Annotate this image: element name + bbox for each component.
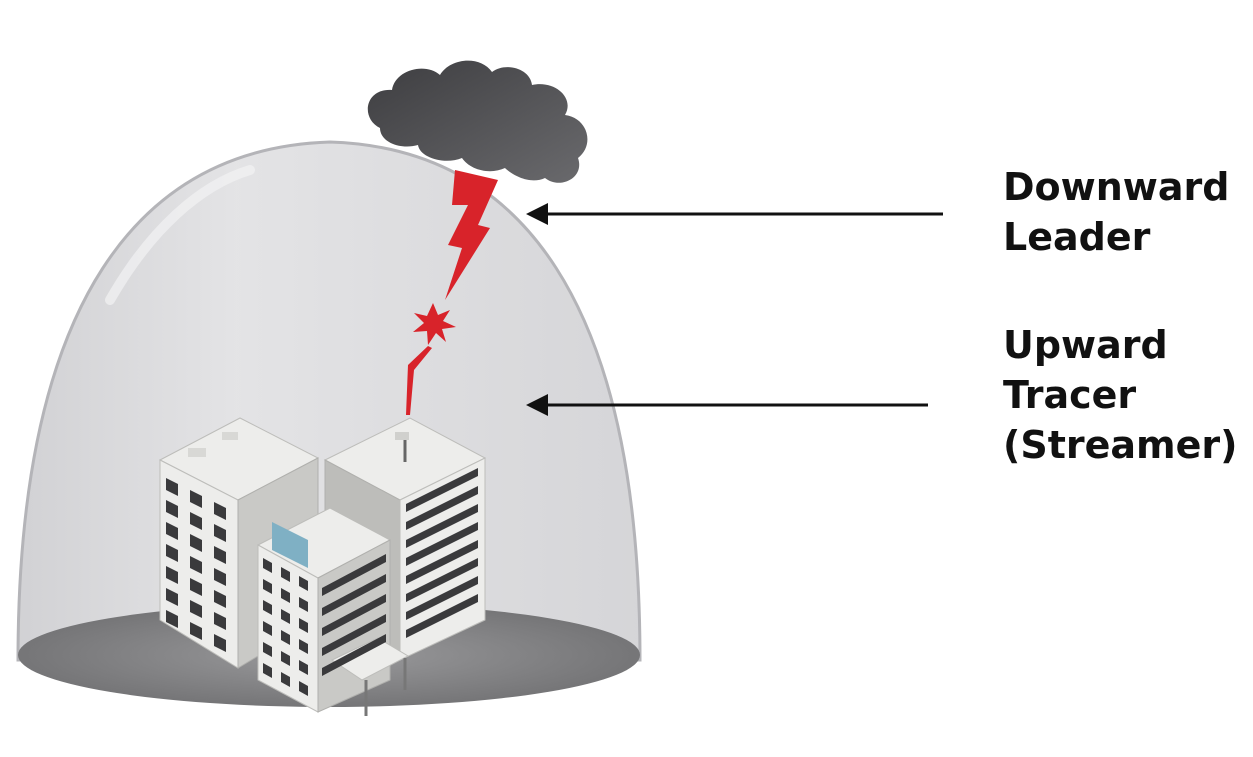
building-window [322,594,386,636]
building-window [190,578,202,596]
lightning-bolt-icon [445,170,498,300]
downward-leader-arrow [526,203,943,225]
downward-leader-line-2: Leader [1003,215,1151,259]
upward-streamer-icon [406,346,432,415]
building-window [406,504,478,548]
office-buildings-icon [158,417,487,716]
building-window [190,512,202,530]
building-window [281,630,290,645]
downward-leader-label: Downward Leader [1003,162,1230,262]
building-window [322,554,386,596]
spark-starburst-icon [413,303,456,345]
building-window [406,594,478,638]
upward-tracer-label: Upward Tracer (Streamer) [1003,320,1238,470]
building-window [214,502,226,520]
downward-leader-line-1: Downward [1003,165,1230,209]
upward-tracer-line-3: (Streamer) [1003,423,1238,467]
building-window [406,576,478,620]
building-window [406,486,478,530]
building-window [166,566,178,584]
building-window [263,621,272,636]
building-window [214,568,226,586]
upward-tracer-arrow [526,394,928,416]
upward-tracer-line-2: Tracer [1003,373,1137,417]
upward-tracer-line-1: Upward [1003,323,1168,367]
building-window [299,597,308,612]
building-window [166,500,178,518]
building-window [214,612,226,630]
building-window [281,672,290,687]
building-window [263,558,272,573]
building-window [263,579,272,594]
building-window [322,634,386,676]
building-window [190,600,202,618]
building-window [166,478,178,496]
building-window [299,639,308,654]
building-window [166,544,178,562]
building-window [190,490,202,508]
building-window [190,622,202,640]
building-window [406,468,478,512]
building-window [214,524,226,542]
building-window [214,634,226,652]
storm-cloud-icon [367,60,588,183]
building-window [299,576,308,591]
building-window [406,522,478,566]
building-window [214,590,226,608]
building-window [263,642,272,657]
building-window [281,609,290,624]
building-window [322,614,386,656]
building-window [166,610,178,628]
building-window [322,574,386,616]
building-window [166,522,178,540]
building-window [406,558,478,602]
building-window [406,540,478,584]
building-window [263,663,272,678]
building-window [281,651,290,666]
building-window [190,534,202,552]
building-window [299,660,308,675]
building-window [263,600,272,615]
building-window [190,556,202,574]
building-window [166,588,178,606]
building-window [281,567,290,582]
building-window [281,588,290,603]
building-window [299,618,308,633]
building-window [214,546,226,564]
building-window [299,681,308,696]
